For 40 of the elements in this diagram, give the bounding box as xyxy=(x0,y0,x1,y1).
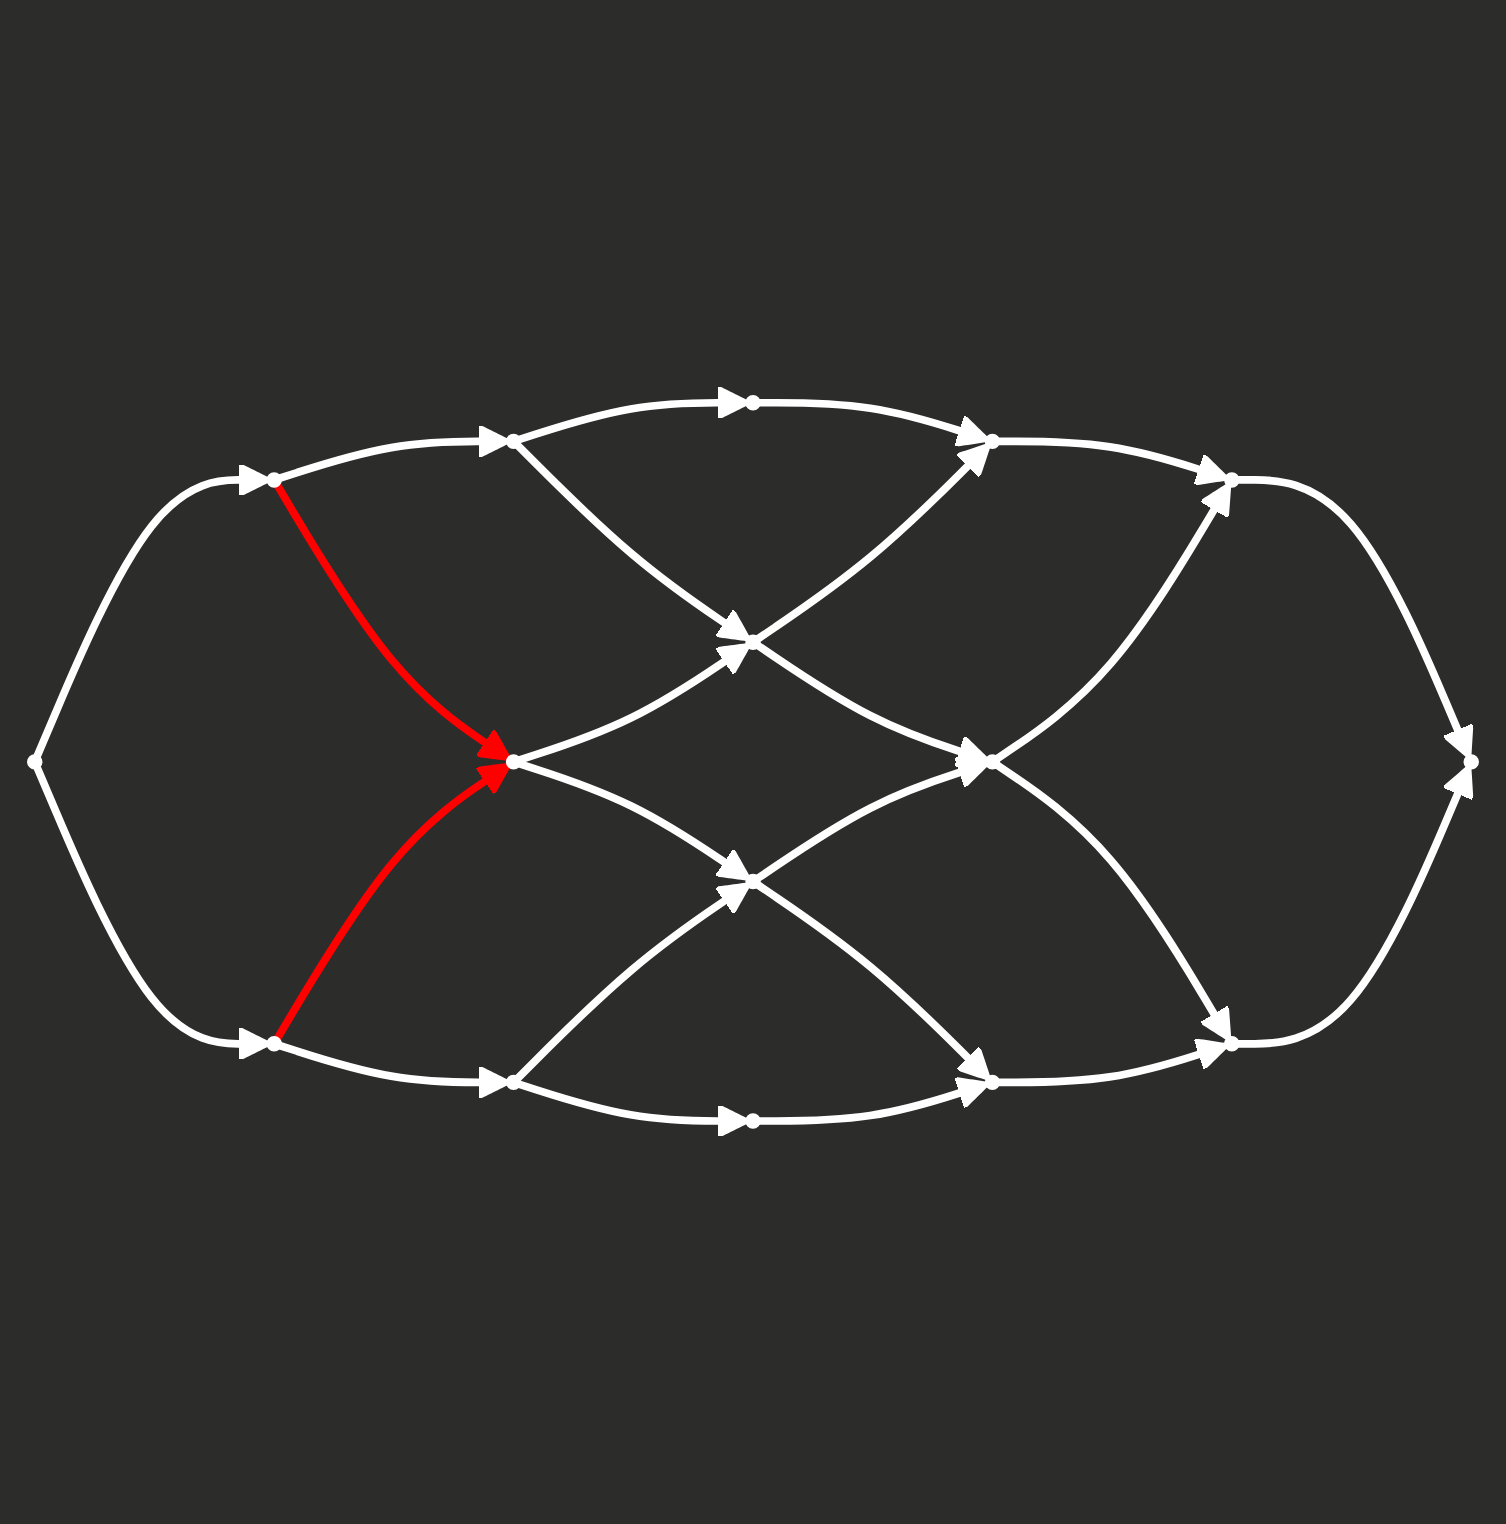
node-circle xyxy=(505,433,522,450)
node-circle xyxy=(1224,472,1240,488)
arrow xyxy=(272,481,512,762)
arrow xyxy=(1235,476,1474,760)
arrow xyxy=(32,463,272,760)
arrow xyxy=(754,756,991,883)
node-circle xyxy=(27,754,43,770)
node-circle xyxy=(745,395,761,411)
arrow xyxy=(996,437,1230,486)
arrow xyxy=(516,385,751,444)
node-circle xyxy=(984,754,1001,770)
node-circle xyxy=(505,1074,522,1091)
node-circle xyxy=(745,1113,761,1129)
arrow xyxy=(516,759,752,882)
node-circle xyxy=(1463,754,1479,770)
arrow xyxy=(756,399,991,448)
arrow xyxy=(996,1038,1230,1087)
node-circle xyxy=(745,874,761,890)
arrow xyxy=(993,481,1232,764)
node-circle xyxy=(505,754,522,770)
arrow xyxy=(754,641,991,768)
node-circle xyxy=(984,1074,1001,1091)
arrow xyxy=(993,760,1232,1043)
arrow xyxy=(276,1041,512,1100)
arrow xyxy=(513,882,752,1083)
node-circle xyxy=(984,433,1001,450)
arrow xyxy=(513,441,752,642)
node-circle xyxy=(1224,1036,1240,1052)
arrow xyxy=(1235,764,1474,1048)
arrow xyxy=(516,642,752,765)
arrow xyxy=(32,764,272,1061)
node-circle xyxy=(745,634,761,650)
arrow xyxy=(754,880,992,1082)
arrow xyxy=(516,1080,751,1139)
arrow xyxy=(272,762,512,1043)
node-circle xyxy=(266,472,282,488)
node-circle xyxy=(266,1036,282,1052)
arrow xyxy=(756,1076,991,1125)
arrow xyxy=(754,442,992,644)
arrow xyxy=(276,424,512,483)
